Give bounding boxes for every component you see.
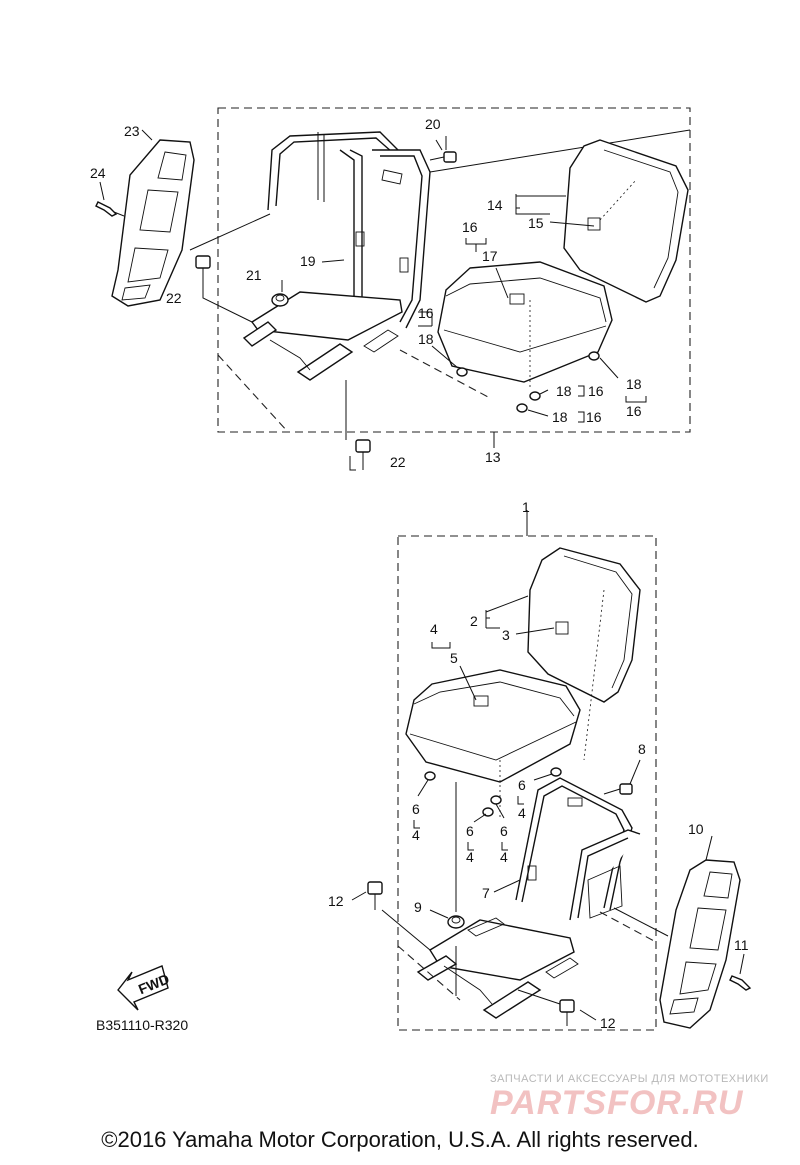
backrest-2 — [527, 547, 641, 761]
assembly-13-boundary — [217, 107, 691, 433]
callout-4-d: 4 — [518, 805, 526, 821]
leader-lines-lower — [397, 595, 657, 1001]
callout-16-a: 16 — [462, 219, 478, 235]
callout-18-e: 18 — [552, 409, 568, 425]
callout-2: 2 — [470, 613, 478, 629]
side-panel-10 — [659, 835, 741, 1029]
callout-10: 10 — [688, 821, 704, 837]
bolt-12-left — [351, 881, 431, 951]
seat-frame-7 — [416, 777, 641, 1019]
callout-14: 14 — [487, 197, 503, 213]
watermark-tagline: ЗАПЧАСТИ И АКСЕССУАРЫ ДЛЯ МОТОТЕХНИКИ — [490, 1073, 769, 1085]
nut-21 — [271, 280, 289, 307]
seat-cushion-4 — [405, 669, 581, 820]
callout-9: 9 — [414, 899, 422, 915]
side-panel-23 — [111, 139, 195, 307]
callout-19: 19 — [300, 253, 316, 269]
callout-16-e: 16 — [586, 409, 602, 425]
callout-4-a: 4 — [412, 827, 420, 843]
callout-4: 4 — [430, 621, 438, 637]
callout-18-c: 18 — [556, 383, 572, 399]
upper-seat-assembly — [95, 107, 691, 471]
backrest-14 — [563, 139, 689, 303]
callout-20: 20 — [425, 116, 441, 132]
dampers-18-upper — [456, 351, 600, 413]
seat-cushion-16 — [437, 261, 613, 390]
callout-23: 23 — [124, 123, 140, 139]
callout-11: 11 — [734, 937, 749, 953]
callout-1: 1 — [522, 499, 530, 515]
leader-lines-upper — [321, 136, 647, 448]
seat-frame-19 — [242, 131, 431, 381]
callouts: 23 24 20 14 15 16 17 19 21 22 16 18 18 1… — [90, 116, 749, 1031]
callout-17: 17 — [482, 248, 498, 264]
callout-16-d: 16 — [626, 403, 642, 419]
callout-3: 3 — [502, 627, 510, 643]
callout-7: 7 — [482, 885, 490, 901]
callout-22-b: 22 — [390, 454, 406, 470]
callout-6-b: 6 — [466, 823, 474, 839]
callout-6-a: 6 — [412, 801, 420, 817]
callout-18-b: 18 — [418, 331, 434, 347]
callout-6-c: 6 — [500, 823, 508, 839]
copyright-notice: ©2016 Yamaha Motor Corporation, U.S.A. A… — [101, 1127, 699, 1152]
callout-8: 8 — [638, 741, 646, 757]
clip-24 — [95, 181, 125, 217]
callout-22-a: 22 — [166, 290, 182, 306]
drawing-code: B351110-R320 — [96, 1017, 188, 1033]
callout-21: 21 — [246, 267, 262, 283]
callout-4-c: 4 — [500, 849, 508, 865]
clip-11 — [729, 953, 752, 991]
callout-6-d: 6 — [518, 777, 526, 793]
bolt-12-right — [517, 989, 597, 1026]
callout-16-b: 16 — [418, 305, 434, 321]
callout-18-d: 18 — [626, 376, 642, 392]
callout-12-b: 12 — [600, 1015, 616, 1031]
assembly-1-boundary — [397, 535, 657, 1031]
bolt-8 — [603, 759, 641, 795]
bolt-20 — [429, 139, 457, 163]
callout-4-b: 4 — [466, 849, 474, 865]
bolt-22-upper — [195, 255, 253, 323]
callout-12-a: 12 — [328, 893, 344, 909]
callout-13: 13 — [485, 449, 501, 465]
callout-5: 5 — [450, 650, 458, 666]
watermark-logo: PARTSFOR.RU — [490, 1084, 744, 1122]
bolt-22-lower — [217, 349, 491, 471]
callout-15: 15 — [528, 215, 544, 231]
fwd-arrow: FWD — [117, 965, 172, 1011]
callout-24: 24 — [90, 165, 106, 181]
callout-16-c: 16 — [588, 383, 604, 399]
lower-seat-assembly — [351, 510, 752, 1031]
nut-9 — [429, 782, 465, 929]
